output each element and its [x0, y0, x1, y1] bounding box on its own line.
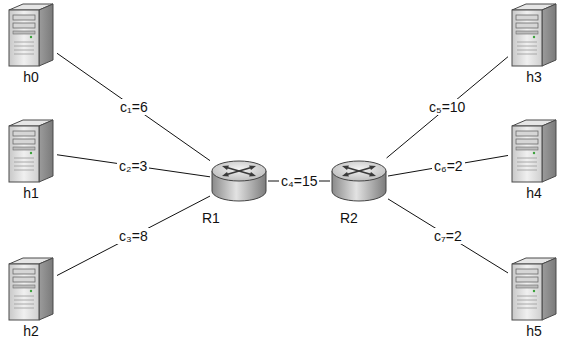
host-node: h1 [5, 118, 57, 184]
router-icon [210, 158, 268, 204]
network-link [388, 155, 508, 176]
link-capacity-patch: c₃=8 [117, 228, 150, 244]
link-capacity: c₃=8 [119, 228, 148, 244]
link-capacity: c₁=6 [120, 99, 148, 115]
network-link [57, 155, 210, 177]
link-capacity: c₇=2 [434, 228, 462, 244]
host-name: h5 [508, 323, 560, 339]
link-capacity-patch: c₇=2 [432, 228, 464, 244]
server-icon [508, 2, 560, 68]
host-name: h4 [508, 185, 560, 201]
host-name: h2 [5, 323, 57, 339]
link-capacity-patch: c₄=15 [279, 173, 319, 189]
link-capacity-patch: c₂=3 [117, 158, 149, 174]
host-node: h3 [508, 2, 560, 68]
router-name: R1 [202, 210, 260, 226]
link-capacity: c₆=2 [434, 158, 463, 174]
router-icon [330, 158, 388, 204]
host-node: h4 [508, 118, 560, 184]
host-node: h0 [5, 2, 57, 68]
server-icon [508, 256, 560, 322]
server-icon [508, 118, 560, 184]
link-capacity: c₂=3 [119, 158, 147, 174]
host-name: h3 [508, 69, 560, 85]
link-capacity: c₅=10 [429, 99, 465, 115]
server-icon [5, 256, 57, 322]
router-node: R2 [330, 158, 388, 204]
router-name: R2 [340, 210, 398, 226]
network-link [57, 53, 210, 160]
link-capacity: c₄=15 [281, 173, 317, 189]
host-node: h2 [5, 256, 57, 322]
network-link [388, 199, 508, 273]
host-node: h5 [508, 256, 560, 322]
link-capacity-patch: c₅=10 [427, 99, 467, 115]
host-name: h1 [5, 185, 57, 201]
host-name: h0 [5, 69, 57, 85]
server-icon [5, 118, 57, 184]
server-icon [5, 2, 57, 68]
network-link [57, 196, 210, 275]
router-node: R1 [210, 158, 268, 204]
link-capacity-patch: c₁=6 [118, 99, 150, 115]
network-link [387, 57, 508, 158]
link-capacity-patch: c₆=2 [432, 158, 465, 174]
